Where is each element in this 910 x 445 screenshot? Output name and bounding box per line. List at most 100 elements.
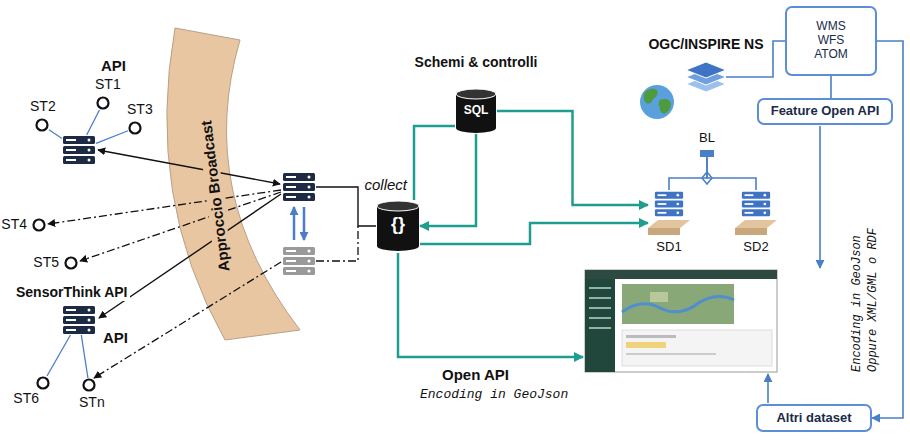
station-label: ST1 — [94, 76, 122, 92]
service-label: OGC/INSPIRE NS — [647, 36, 764, 52]
circle-shape — [128, 121, 142, 135]
box-label: Altri dataset — [775, 411, 852, 426]
circle-shape — [35, 118, 49, 132]
db-server — [742, 192, 770, 217]
band-arc — [167, 28, 300, 340]
broadcast-line — [48, 190, 281, 224]
station-node: ST2 — [35, 118, 49, 132]
station-node: ST5 — [64, 256, 78, 270]
webapp-screenshot — [585, 270, 777, 372]
sync-arrow — [303, 207, 306, 240]
circle-shape — [64, 256, 78, 270]
server-icon — [63, 306, 95, 334]
station-label: ST5 — [32, 254, 60, 270]
station-label: STn — [78, 394, 106, 410]
circle-shape — [96, 96, 110, 110]
connector — [830, 76, 832, 98]
station-node: ST3 — [128, 121, 142, 135]
circle-shape — [82, 378, 96, 392]
globe-land — [659, 99, 672, 114]
encoding-note: Encoding in GeoJson Oppure XML/GML o RDF — [850, 210, 881, 374]
db-label: SD2 — [742, 240, 769, 255]
station-circle — [66, 258, 77, 269]
db-base — [735, 220, 777, 228]
globe-sea — [640, 85, 674, 119]
screen-panel — [622, 330, 772, 366]
sd-shape — [648, 190, 690, 236]
panel-line — [626, 335, 676, 338]
connector — [47, 335, 70, 376]
panel-line — [626, 353, 716, 355]
cylinder-base — [456, 123, 496, 133]
map-river — [622, 296, 734, 312]
station-circle — [37, 120, 48, 131]
api-caption: SensorThink API — [14, 284, 130, 301]
station-node: ST1 — [96, 96, 110, 110]
api-box: Feature Open API — [757, 98, 893, 125]
station-label: ST6 — [12, 390, 40, 406]
circle-shape — [36, 376, 50, 390]
station-circle — [98, 98, 109, 109]
station-circle — [84, 380, 95, 391]
menu-line — [589, 327, 611, 329]
open-api-line — [398, 253, 583, 357]
service-box: WMS WFS ATOM — [785, 6, 877, 76]
connector — [669, 157, 707, 190]
server-icon — [63, 136, 95, 164]
station-label: ST4 — [0, 216, 28, 232]
circle-shape — [32, 218, 46, 232]
connector — [497, 111, 648, 205]
screen-map — [622, 284, 734, 324]
cylinder-base — [377, 241, 419, 251]
map-area — [650, 292, 668, 302]
box-label: Feature Open API — [770, 104, 881, 119]
station-node: STn — [82, 378, 96, 392]
db-server — [655, 192, 683, 217]
store-label: Schemi & controlli — [414, 54, 539, 70]
service-list: WMS WFS ATOM — [808, 20, 854, 61]
screen-frame — [585, 270, 777, 372]
bl-bar — [700, 150, 714, 157]
store-symbol: {} — [390, 214, 406, 235]
db-label: SD1 — [655, 240, 682, 255]
layers-shape — [686, 62, 726, 92]
dataset-line — [767, 374, 769, 403]
collect-store: collect{} — [376, 200, 420, 252]
db-base — [648, 228, 680, 235]
station-node: ST4 — [32, 218, 46, 232]
screen-sidebar — [585, 279, 615, 372]
connector — [420, 134, 476, 226]
connector — [49, 130, 62, 139]
cylinder-top — [377, 201, 419, 211]
api-label: API — [100, 57, 127, 74]
api-caption: Open API — [440, 366, 511, 384]
menu-line — [589, 287, 611, 289]
encoding-note: Encoding in GeoJson — [418, 387, 570, 403]
store-symbol: SQL — [463, 104, 490, 118]
connector — [414, 126, 455, 200]
spatial-db: SD2 — [735, 190, 777, 236]
cylinder-body — [377, 206, 419, 246]
store-label: collect — [363, 176, 408, 193]
cylinder-top — [456, 89, 496, 99]
panel-badge — [626, 342, 666, 348]
db-base — [648, 220, 690, 228]
server-icon — [283, 173, 315, 201]
station-circle — [38, 378, 49, 389]
menu-line — [589, 317, 611, 319]
api-server: API — [62, 305, 96, 335]
api-label: API — [102, 329, 129, 346]
menu-line — [589, 297, 611, 299]
feature-api-line — [819, 126, 821, 268]
station-node: ST6 — [36, 376, 50, 390]
station-circle — [130, 123, 141, 134]
server-shape — [62, 135, 96, 165]
connector — [707, 157, 756, 190]
bl-label: BL — [698, 131, 716, 146]
sync-arrow — [293, 207, 296, 240]
sd-shape — [735, 190, 777, 236]
server-icon — [283, 247, 315, 275]
layer-sheet — [686, 62, 726, 78]
station-label: ST2 — [29, 98, 57, 114]
